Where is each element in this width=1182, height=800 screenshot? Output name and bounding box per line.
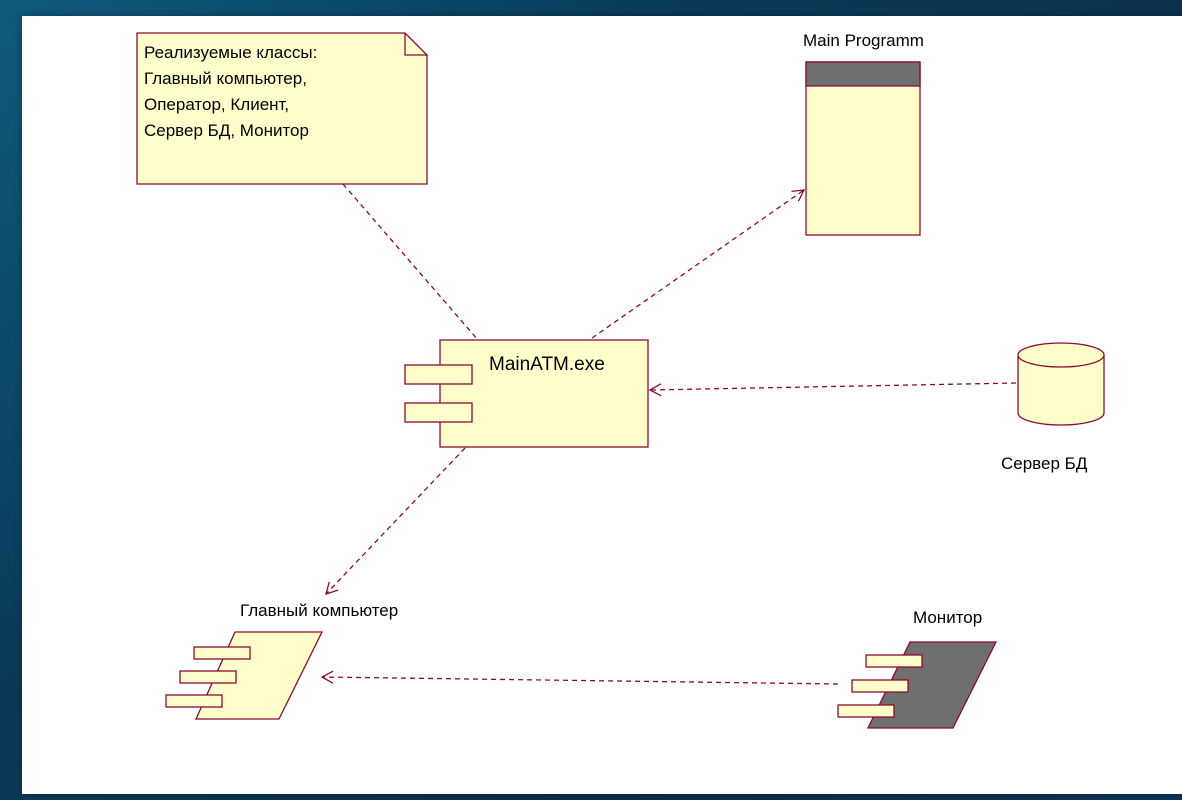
main-computer-bar-3 bbox=[165, 694, 223, 708]
monitor-bar-3 bbox=[837, 704, 895, 718]
db-cylinder-top bbox=[1017, 342, 1105, 368]
db-to-exe-dependency bbox=[648, 382, 1017, 397]
dependency-lines bbox=[320, 183, 1017, 685]
monitor-bar-1 bbox=[865, 654, 923, 668]
main-program-label: Main Programm bbox=[803, 31, 924, 50]
main-exe-port-bottom bbox=[404, 402, 473, 423]
note-fold bbox=[404, 33, 427, 56]
db-server-node[interactable]: Сервер БД bbox=[1001, 342, 1105, 473]
exe-to-main-program-dependency bbox=[591, 189, 806, 339]
main-exe-body bbox=[439, 339, 649, 448]
main-program-body bbox=[805, 61, 921, 236]
main-exe-port-top bbox=[404, 364, 473, 385]
main-computer-bar-2 bbox=[179, 670, 237, 684]
note: Реализуемые классы: Главный компьютер, О… bbox=[136, 32, 428, 185]
main-computer-label: Главный компьютер bbox=[240, 601, 398, 620]
main-exe-label: MainATM.exe bbox=[489, 354, 605, 375]
monitor-component[interactable]: Монитор bbox=[837, 608, 998, 729]
main-program-component[interactable]: Main Programm bbox=[803, 31, 924, 236]
monitor-label: Монитор bbox=[913, 608, 982, 627]
exe-to-main-computer-dependency bbox=[325, 447, 466, 595]
note-line-2: Главный компьютер, bbox=[144, 69, 307, 88]
note-line-1: Реализуемые классы: bbox=[144, 43, 317, 62]
monitor-bar-2 bbox=[851, 679, 909, 693]
note-anchor-line bbox=[342, 183, 479, 341]
db-server-label: Сервер БД bbox=[1001, 454, 1088, 473]
note-shape bbox=[136, 32, 428, 185]
note-line-3: Оператор, Клиент, bbox=[144, 95, 289, 114]
main-computer-component[interactable]: Главный компьютер bbox=[165, 601, 398, 720]
main-computer-bar-1 bbox=[193, 646, 251, 660]
monitor-to-main-computer-dependency bbox=[320, 670, 839, 685]
note-line-4: Сервер БД, Монитор bbox=[144, 121, 309, 140]
main-program-header bbox=[805, 61, 921, 87]
db-cylinder-body bbox=[1017, 355, 1105, 426]
main-exe-component[interactable]: MainATM.exe bbox=[404, 339, 649, 448]
